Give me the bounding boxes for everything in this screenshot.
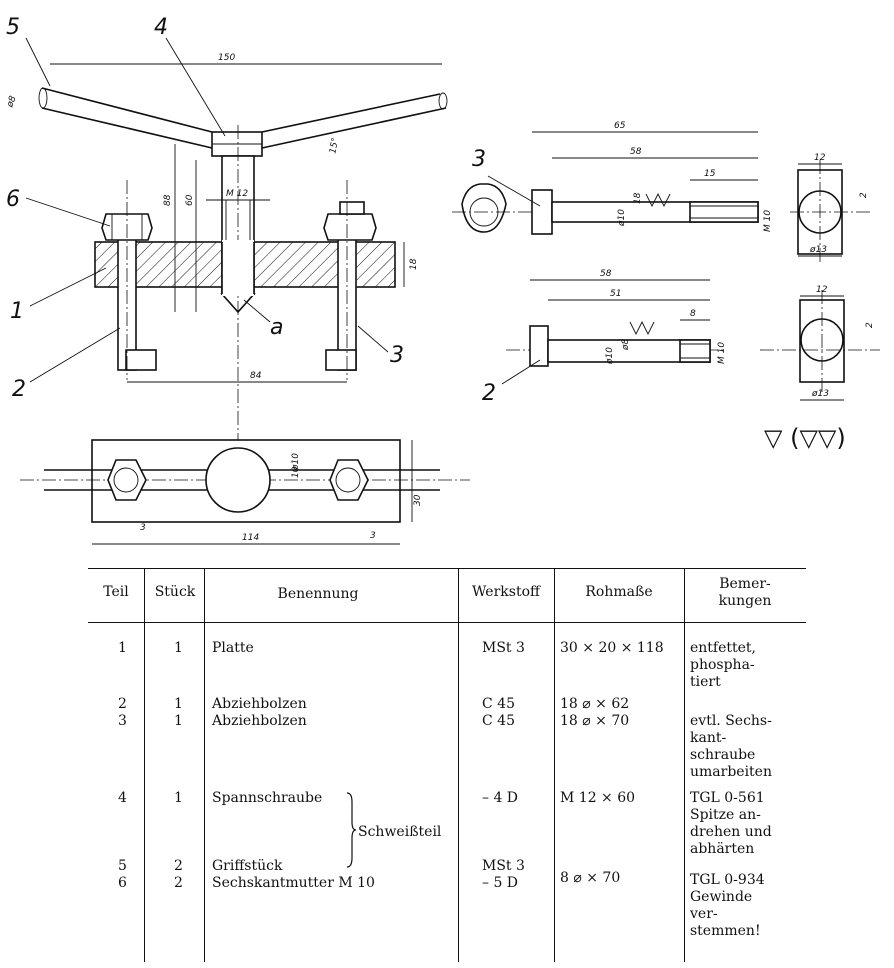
cell-bemerkungen: TGL 0-934 Gewinde ver- stemmen! bbox=[690, 872, 765, 939]
cell-werkstoff: C 45 bbox=[482, 713, 515, 729]
dim-bolt2-dia8: ø8 bbox=[621, 338, 631, 351]
cell-stueck: 1 bbox=[174, 790, 183, 806]
dim-screw-60: 60 bbox=[185, 194, 195, 206]
dim-plan-3-right: 3 bbox=[370, 531, 376, 541]
dim-head-2-top: 2 bbox=[859, 192, 869, 198]
cell-stueck: 1 bbox=[174, 696, 183, 712]
dim-bolt3-m10: M 10 bbox=[763, 210, 773, 232]
dim-bolt-pitch: 84 bbox=[250, 371, 262, 381]
detail-bolt-3: 65 58 15 ø10 18 M 10 3 bbox=[452, 121, 773, 235]
weld-group-label: Schweißteil bbox=[358, 824, 442, 840]
header-rohmasse: Rohmaße bbox=[585, 584, 653, 600]
dim-plan-114: 114 bbox=[242, 533, 259, 543]
cell-werkstoff: C 45 bbox=[482, 696, 515, 712]
cell-benennung: Platte bbox=[212, 640, 254, 656]
part-label-1: 1 bbox=[10, 299, 24, 324]
cell-stueck: 1 bbox=[174, 640, 183, 656]
cell-werkstoff: – 5 D bbox=[482, 875, 519, 891]
cell-benennung: Spannschraube bbox=[212, 790, 323, 806]
cell-benennung: Abziehbolzen bbox=[212, 713, 307, 729]
cell-benennung: Griffstück bbox=[212, 858, 283, 874]
dim-bolt3-dia10: ø10 bbox=[617, 209, 627, 227]
front-view: 150 ø8 15° M 12 88 60 18 84 5 4 6 1 2 3 … bbox=[5, 15, 448, 440]
cell-teil: 5 bbox=[118, 858, 127, 874]
cell-benennung: Sechskantmutter M 10 bbox=[212, 875, 375, 891]
dim-bolt3-65: 65 bbox=[614, 121, 626, 131]
dim-bolt2-58: 58 bbox=[600, 269, 612, 279]
cell-werkstoff: MSt 3 bbox=[482, 640, 525, 656]
part-label-3: 3 bbox=[390, 343, 404, 368]
part-label-6: 6 bbox=[6, 187, 20, 212]
dim-head-dia13-bot: ø13 bbox=[811, 389, 829, 399]
cell-stueck: 2 bbox=[174, 875, 183, 891]
header-teil: Teil bbox=[103, 584, 129, 600]
cell-rohmasse: 18 ⌀ × 70 bbox=[560, 713, 630, 729]
cell-werkstoff: MSt 3 bbox=[482, 858, 525, 874]
dim-bolt2-dia10: ø10 bbox=[605, 347, 615, 365]
header-benennung: Benennung bbox=[277, 586, 359, 602]
cell-teil: 4 bbox=[118, 790, 127, 806]
surface-symbol: ▽ (▽▽) bbox=[764, 424, 846, 452]
parts-table: Teil Stück Benennung Werkstoff Rohmaße B… bbox=[88, 566, 806, 962]
header-stueck: Stück bbox=[154, 584, 196, 600]
part-label-5: 5 bbox=[6, 15, 20, 40]
weld-group-brace bbox=[346, 792, 356, 868]
dim-plan-dia10: ø10 bbox=[291, 453, 301, 471]
dim-head-12-top: 12 bbox=[814, 153, 826, 163]
cell-teil: 2 bbox=[118, 696, 127, 712]
cell-teil: 1 bbox=[118, 640, 127, 656]
cell-benennung: Abziehbolzen bbox=[212, 696, 307, 712]
dim-bolt3-58: 58 bbox=[630, 147, 642, 157]
cell-rohmasse: 30 × 20 × 118 bbox=[560, 640, 664, 656]
dim-plate-18: 18 bbox=[409, 258, 419, 270]
part-label-2-detail: 2 bbox=[482, 381, 496, 406]
dim-plan-3-left: 3 bbox=[140, 523, 146, 533]
cell-stueck: 2 bbox=[174, 858, 183, 874]
head-views: 12 2 ø13 12 2 ø13 bbox=[760, 153, 880, 401]
header-werkstoff: Werkstoff bbox=[472, 584, 540, 600]
cell-teil: 3 bbox=[118, 713, 127, 729]
dim-head-dia13-top: ø13 bbox=[809, 245, 827, 255]
dim-head-12-bot: 12 bbox=[816, 285, 828, 295]
dim-head-2-bot: 2 bbox=[865, 322, 875, 328]
part-label-4: 4 bbox=[154, 15, 168, 40]
dim-bolt3-18: 18 bbox=[633, 192, 643, 204]
dim-bolt2-m10: M 10 bbox=[717, 342, 727, 364]
cell-bemerkungen: evtl. Sechs- kant- schraube umarbeiten bbox=[690, 713, 772, 780]
cell-rohmasse: 8 ⌀ × 70 bbox=[560, 870, 621, 886]
dim-handle-dia: ø8 bbox=[5, 94, 19, 109]
header-bemerkungen: Bemer- kungen bbox=[718, 576, 772, 609]
dim-handle-span: 150 bbox=[218, 53, 235, 63]
dim-bolt2-8: 8 bbox=[690, 309, 696, 319]
dim-handle-angle: 15° bbox=[328, 137, 341, 154]
plan-view: 114 30 3 3 10 ø10 bbox=[20, 439, 470, 545]
detail-bolt-2: 58 51 8 ø10 ø8 M 10 2 bbox=[482, 269, 727, 406]
dim-thread-m12: M 12 bbox=[226, 189, 248, 199]
cell-werkstoff: – 4 D bbox=[482, 790, 519, 806]
cell-rohmasse: 18 ⌀ × 62 bbox=[560, 696, 630, 712]
dim-bolt2-51: 51 bbox=[610, 289, 621, 299]
technical-drawing: 150 ø8 15° M 12 88 60 18 84 5 4 6 1 2 3 … bbox=[5, 15, 880, 545]
dim-plan-30: 30 bbox=[413, 494, 423, 506]
cell-stueck: 1 bbox=[174, 713, 183, 729]
part-label-2: 2 bbox=[12, 377, 26, 402]
cell-bemerkungen: TGL 0-561 Spitze an- drehen und abhärten bbox=[690, 790, 772, 857]
cell-rohmasse: M 12 × 60 bbox=[560, 790, 636, 806]
part-label-3-detail: 3 bbox=[472, 147, 486, 172]
dim-bolt3-15: 15 bbox=[704, 169, 716, 179]
dim-screw-88: 88 bbox=[163, 194, 173, 206]
cell-bemerkungen: entfettet, phospha- tiert bbox=[690, 640, 757, 690]
cell-teil: 6 bbox=[118, 875, 127, 891]
detail-label-a: a bbox=[270, 315, 283, 340]
dim-plan-10: 10 bbox=[291, 466, 301, 478]
